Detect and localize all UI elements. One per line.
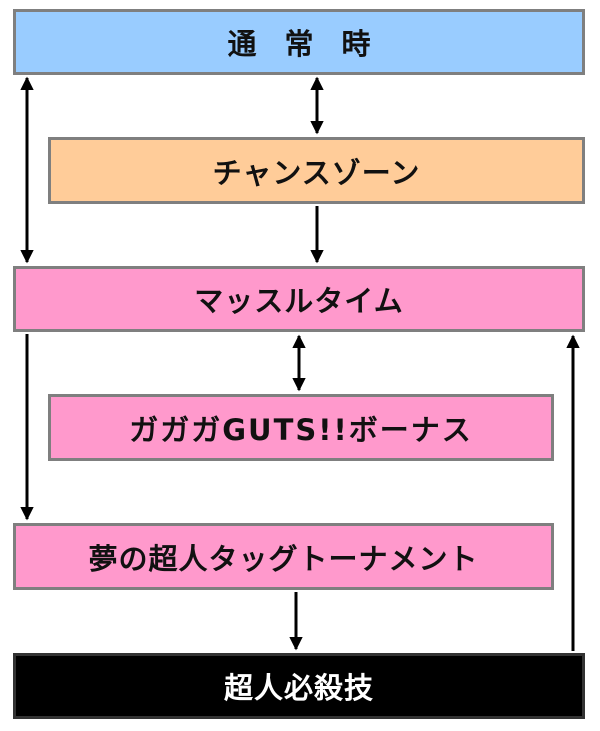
state-box-tag-tournament: 夢の超人タッグトーナメント: [13, 523, 554, 590]
state-box-gagaga-guts-bonus: ガガガGUTS!!ボーナス: [48, 394, 554, 461]
state-box-muscle-time: マッスルタイム: [13, 266, 585, 332]
state-label-tag-tournament: 夢の超人タッグトーナメント: [88, 541, 479, 576]
state-label-choujin-hissatsu: 超人必殺技: [223, 671, 374, 705]
state-box-choujin-hissatsu: 超人必殺技: [13, 653, 585, 719]
state-label-chance-zone: チャンスゾーン: [212, 155, 421, 190]
state-label-gagaga-guts-bonus: ガガガGUTS!!ボーナス: [129, 412, 473, 447]
state-box-chance-zone: チャンスゾーン: [48, 137, 585, 204]
state-label-muscle-time: マッスルタイム: [194, 284, 404, 318]
state-box-normal: 通常時: [13, 9, 585, 75]
state-label-normal: 通常時: [227, 27, 399, 61]
